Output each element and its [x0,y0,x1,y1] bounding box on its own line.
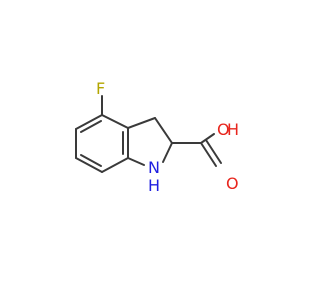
bond-ccooh-oh [200,133,215,144]
bond-c3a-c3 [127,117,156,129]
bond-c3-c2 [154,117,173,144]
structure-diagram: F O H O N H [75,79,239,195]
bond-c6-c7 [75,157,103,173]
atom-label-carbonyl-oxygen: O [226,174,239,193]
double-bond-c4-c5-inner [80,120,102,133]
atom-label-hydroxyl-oxygen: O [217,120,230,139]
bond-c7-c7a [101,157,129,173]
bond-n1-c7a [127,157,145,166]
bond-ccooh-o-a [200,142,217,167]
molecule-canvas: F O H O N H [75,79,239,195]
atom-label-ring-nitrogen: N [148,158,160,177]
bond-c3a-c4 [101,114,129,129]
bond-c4-c5 [75,114,103,130]
atom-label-ring-nitrogen-hydrogen: H [148,176,160,195]
bond-ccooh-o-b [205,139,222,164]
double-bond-c6-c7-inner [80,154,102,167]
atom-label-hydroxyl-hydrogen: H [227,120,239,139]
bond-c2-n1 [162,142,173,163]
atom-label-fluorine: F [96,79,105,98]
